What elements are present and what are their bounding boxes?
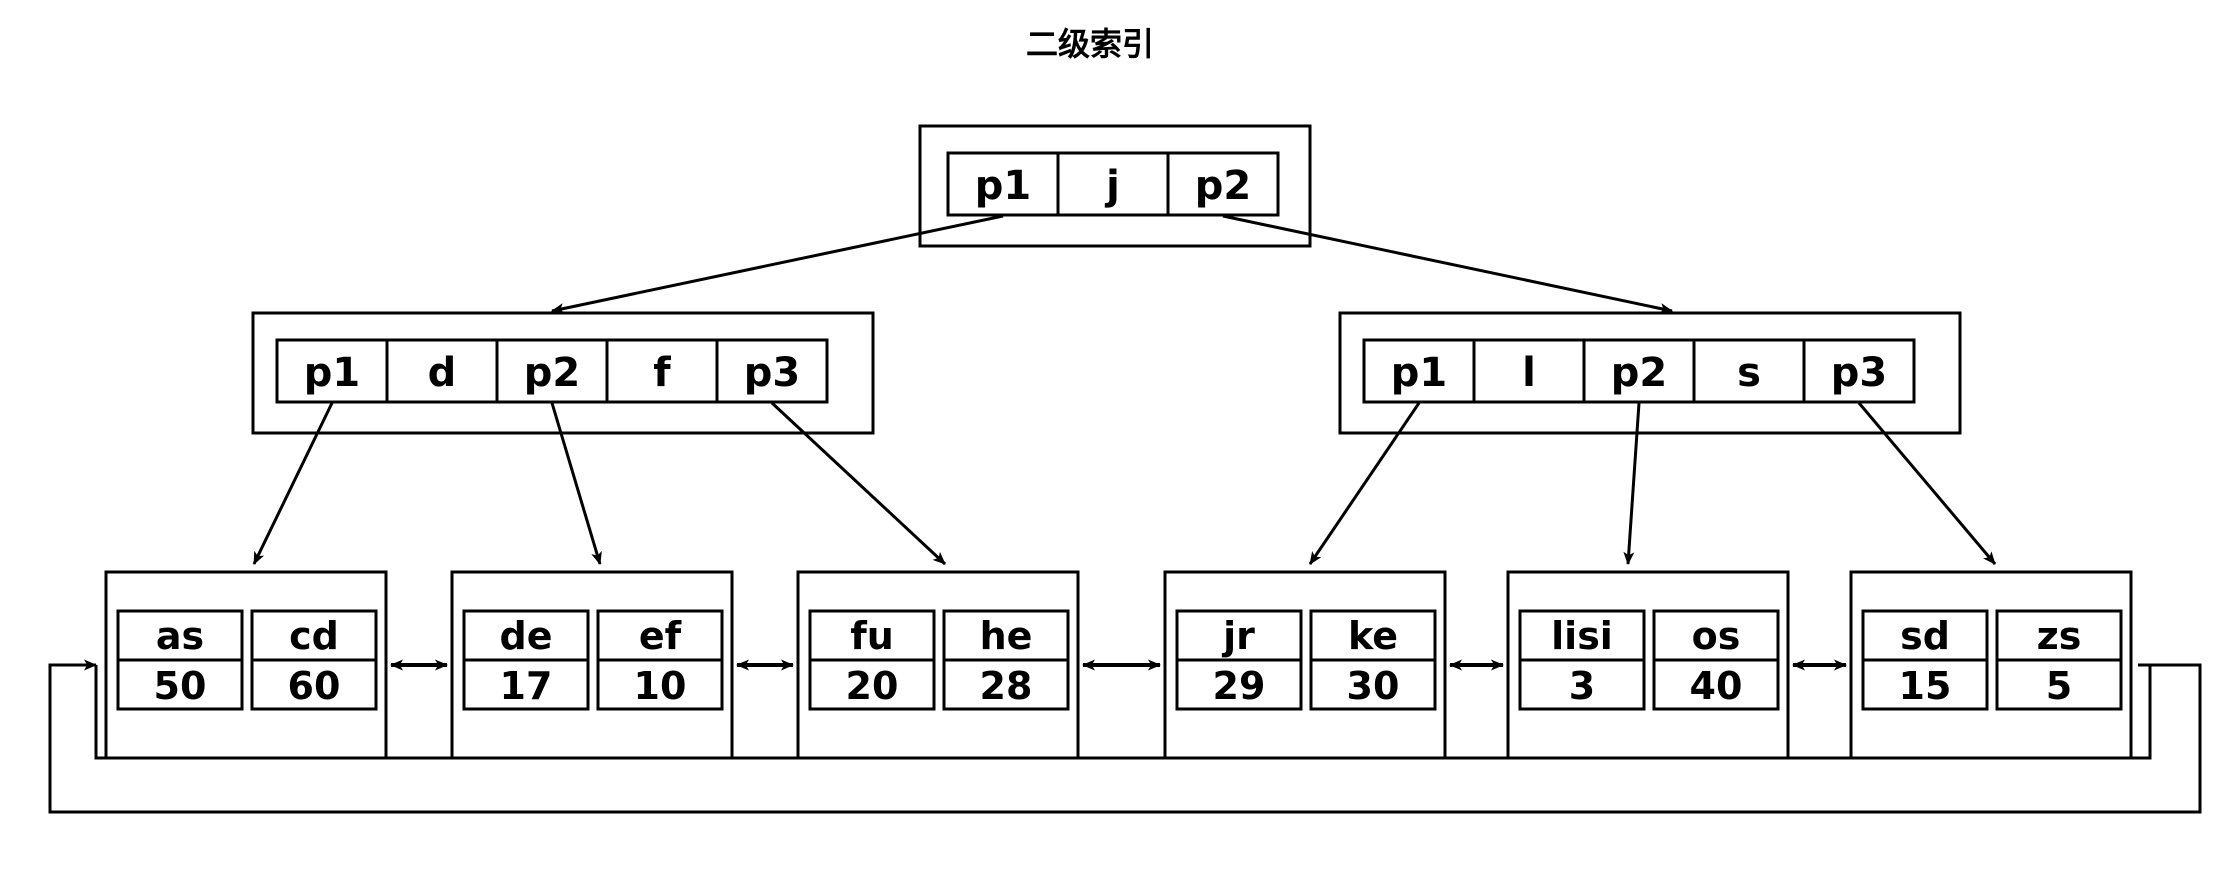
edge-internal-left-p2-to-leaf-2 bbox=[550, 402, 602, 565]
leaf-3-entry-1-value: 28 bbox=[980, 664, 1033, 708]
wrap-link-leaf-6-to-leaf-1 bbox=[48, 659, 2202, 814]
root-cell-0-box[interactable] bbox=[946, 151, 1060, 217]
internal-right-cell-4-box[interactable] bbox=[1802, 338, 1916, 404]
leaf-node-6[interactable]: sd 15 zs 5 bbox=[1849, 570, 2133, 760]
internal-right-cell-2-box[interactable] bbox=[1582, 338, 1696, 404]
edge-internal-right-p1-to-leaf-4 bbox=[1308, 402, 1421, 565]
internal-right-cell-1-label: l bbox=[1522, 350, 1536, 396]
leaf-5-entry-1-key: os bbox=[1692, 614, 1741, 658]
leaf-1-entry-0-key: as bbox=[156, 614, 204, 658]
leaf-2-entry-1-value: 10 bbox=[634, 664, 687, 708]
leaf-2-entry-0-key: de bbox=[500, 614, 553, 658]
leaf-3-entry-0-key: fu bbox=[850, 614, 894, 658]
leaf-6-entry-0-value: 15 bbox=[1899, 664, 1952, 708]
page-title: 二级索引 bbox=[1026, 25, 1154, 63]
leaf-3-entry-1-key: he bbox=[980, 614, 1033, 658]
root-cell-1-label: j bbox=[1104, 163, 1120, 209]
internal-right-cell-0-box[interactable] bbox=[1362, 338, 1476, 404]
leaf-4-entry-0-key: jr bbox=[1221, 614, 1255, 658]
internal-left-cell-1-label: d bbox=[428, 350, 457, 396]
internal-left-cell-4-box[interactable] bbox=[715, 338, 829, 404]
leaf-node-1[interactable]: as 50 cd 60 bbox=[104, 570, 388, 760]
leaf-3-entry-0-value: 20 bbox=[846, 664, 899, 708]
leaf-node-2[interactable]: de 17 ef 10 bbox=[450, 570, 734, 760]
internal-node-left[interactable]: p1 d p2 f p3 bbox=[251, 311, 875, 435]
root-node[interactable]: p1 j p2 bbox=[918, 124, 1312, 248]
edge-root-p2-to-internal-right bbox=[1222, 214, 1673, 314]
leaf-node-3[interactable]: fu 20 he 28 bbox=[796, 570, 1080, 760]
internal-left-cell-2-label: p2 bbox=[524, 350, 580, 396]
internal-left-cell-2-box[interactable] bbox=[495, 338, 609, 404]
leaf-5-entry-1-value: 40 bbox=[1690, 664, 1743, 708]
internal-right-cell-4-label: p3 bbox=[1831, 350, 1887, 396]
leaf-4-entry-1-value: 30 bbox=[1347, 664, 1400, 708]
leaf-5-entry-0-value: 3 bbox=[1569, 664, 1595, 708]
leaf-1-entry-0-value: 50 bbox=[154, 664, 207, 708]
internal-left-cell-3-box[interactable] bbox=[605, 338, 719, 404]
leaf-4-entry-0-value: 29 bbox=[1213, 664, 1266, 708]
leaf-node-5[interactable]: lisi 3 os 40 bbox=[1506, 570, 1790, 760]
internal-left-cell-3-label: f bbox=[653, 350, 671, 396]
internal-right-cell-2-label: p2 bbox=[1611, 350, 1667, 396]
leaf-node-4[interactable]: jr 29 ke 30 bbox=[1163, 570, 1447, 760]
edge-internal-left-p1-to-leaf-1 bbox=[252, 402, 334, 565]
edge-internal-left-p3-to-leaf-3 bbox=[770, 401, 947, 566]
leaf-2-entry-1-key: ef bbox=[639, 614, 682, 658]
wrap-link-leaf-1-to-leaf-6 bbox=[94, 665, 2152, 760]
internal-right-cell-3-label: s bbox=[1737, 350, 1761, 396]
edge-internal-right-p2-to-leaf-5 bbox=[1623, 402, 1641, 565]
root-cell-1-box[interactable] bbox=[1056, 151, 1170, 217]
edge-internal-right-p3-to-leaf-6 bbox=[1857, 402, 1997, 565]
internal-node-right[interactable]: p1 l p2 s p3 bbox=[1338, 311, 1962, 435]
leaf-2-entry-0-value: 17 bbox=[500, 664, 553, 708]
root-cell-2-label: p2 bbox=[1195, 163, 1251, 209]
leaf-6-entry-0-key: sd bbox=[1900, 614, 1950, 658]
edge-root-p1-to-internal-left bbox=[551, 214, 1004, 314]
leaf-4-entry-1-key: ke bbox=[1348, 614, 1398, 658]
leaf-6-entry-1-key: zs bbox=[2037, 614, 2082, 658]
internal-left-cell-0-label: p1 bbox=[304, 350, 360, 396]
internal-right-cell-0-label: p1 bbox=[1391, 350, 1447, 396]
internal-left-cell-0-box[interactable] bbox=[275, 338, 389, 404]
leaf-1-entry-1-key: cd bbox=[289, 614, 339, 658]
internal-left-cell-1-box[interactable] bbox=[385, 338, 499, 404]
root-cell-2-box[interactable] bbox=[1166, 151, 1280, 217]
leaf-6-entry-1-value: 5 bbox=[2046, 664, 2072, 708]
root-cell-0-label: p1 bbox=[975, 163, 1031, 209]
leaf-5-entry-0-key: lisi bbox=[1551, 614, 1613, 658]
leaf-1-entry-1-value: 60 bbox=[288, 664, 341, 708]
internal-right-cell-1-box[interactable] bbox=[1472, 338, 1586, 404]
internal-left-cell-4-label: p3 bbox=[744, 350, 800, 396]
